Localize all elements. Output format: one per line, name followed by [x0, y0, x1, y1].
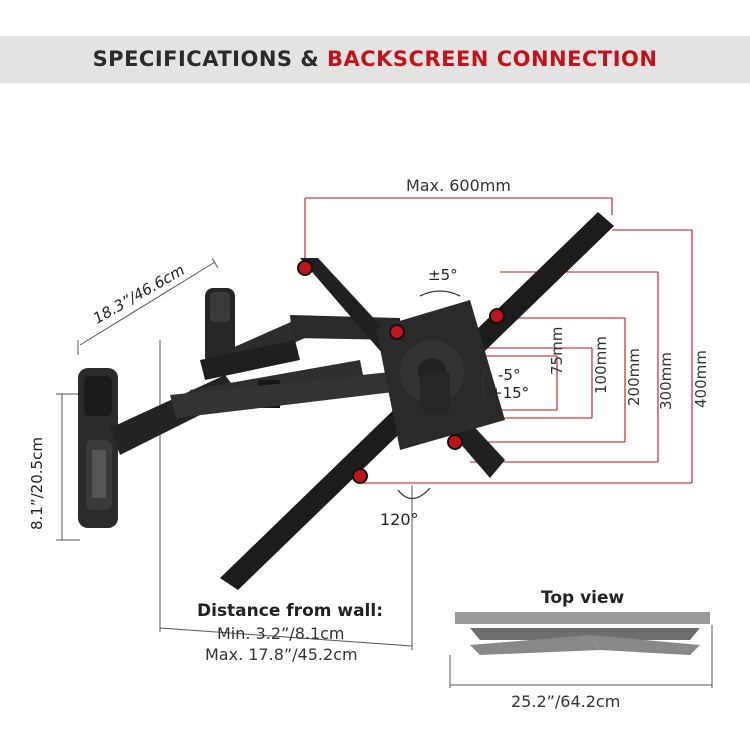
title-part-backscreen: BACKSCREEN CONNECTION: [326, 47, 658, 71]
wall-plate: [78, 368, 118, 528]
top-view-sketch: [455, 612, 710, 655]
rotation-label: 120°: [380, 510, 419, 529]
tilt-up-label: +15°: [490, 384, 530, 402]
top-view-width-line: [449, 625, 713, 688]
page-title: SPECIFICATIONS & BACKSCREEN CONNECTION: [0, 36, 750, 83]
top-view-title: Top view: [541, 588, 625, 608]
vesa-bolts: [297, 260, 505, 484]
articulating-arm: [110, 288, 400, 455]
top-view-width-label: 25.2”/64.2cm: [511, 692, 621, 711]
vesa-height-75-label: 75mm: [548, 326, 566, 375]
tilt-down-label: -5°: [498, 366, 521, 384]
vesa-height-400-label: 400mm: [692, 350, 710, 408]
vesa-height-300-label: 300mm: [657, 352, 675, 410]
wall-plate-height-label: 8.1”/20.5cm: [28, 437, 46, 530]
distance-min-label: Min. 3.2”/8.1cm: [217, 624, 345, 643]
swivel-label: ±5°: [428, 266, 458, 284]
distance-from-wall-title: Distance from wall:: [197, 601, 384, 621]
rotation-arrows: [397, 290, 489, 500]
title-part-spec: SPECIFICATIONS &: [92, 47, 327, 71]
vesa-height-100-label: 100mm: [592, 336, 610, 394]
distance-max-label: Max. 17.8”/45.2cm: [205, 645, 358, 664]
vesa-height-200-label: 200mm: [625, 348, 643, 406]
header-band: [0, 36, 750, 83]
vesa-plate: [220, 212, 614, 590]
grey-dimension-lines: [56, 257, 413, 650]
max-width-label: Max. 600mm: [406, 176, 511, 195]
